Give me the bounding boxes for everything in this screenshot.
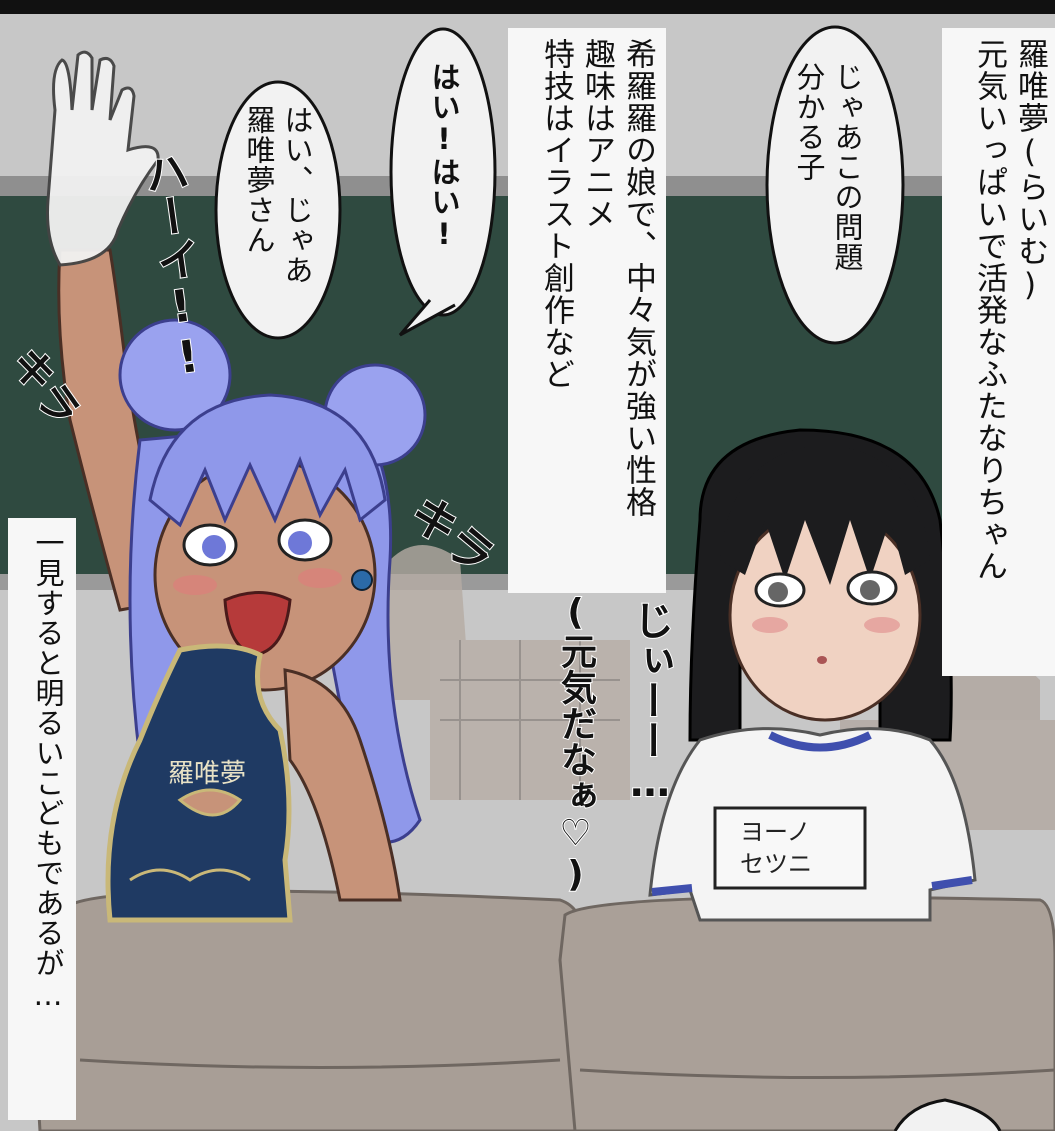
caption-bottom-left: 一見すると明るいこどもであるが… xyxy=(8,518,76,1120)
sfx-genki-danaa: (元気だなぁ♡) xyxy=(554,591,597,896)
raimu-dress xyxy=(105,643,293,923)
panel-top-border xyxy=(0,0,1055,14)
raimu-bangs xyxy=(148,393,387,528)
bubble-teacher-question xyxy=(765,25,905,345)
raimu-glove xyxy=(46,50,160,267)
setsuna-collar xyxy=(768,731,872,752)
name-tag-line2: セツニ xyxy=(740,850,812,878)
bubble-partial-bottom xyxy=(893,1098,1002,1131)
raimu-dress-dragon xyxy=(129,868,251,882)
raimu-answer-text: はい!はい! xyxy=(427,62,461,252)
raimu-shoulder xyxy=(283,668,402,902)
setsuna-name-tag xyxy=(713,806,867,890)
teacher-question-text: じゃあこの問題分かる子 xyxy=(792,62,864,272)
raimu-earring xyxy=(351,569,373,591)
setsuna-bangs xyxy=(720,445,930,585)
raimu-dress-cutout xyxy=(177,788,243,817)
bubble-teacher-call xyxy=(214,80,342,340)
teacher-call-text: はい、じゃあ羅唯夢さん xyxy=(242,105,314,285)
desk-bottom-edge xyxy=(79,1058,1055,1079)
setsuna-mouth xyxy=(817,656,827,664)
caption-kirara-intro: 希羅羅の娘で、中々気が強い性格趣味はアニメ特技はイラスト創作など xyxy=(508,28,666,593)
caption-raimu-intro: 羅唯夢(らいむ)元気いっぱいで活発なふたなりちゃん xyxy=(942,28,1055,676)
sfx-jii: じぃーー… xyxy=(626,599,674,807)
bubble-raimu-answer xyxy=(389,27,497,317)
raimu-mouth xyxy=(223,591,292,657)
setsuna-sleeve-trim xyxy=(651,876,973,896)
name-tag-line1: ヨーノ xyxy=(740,818,811,846)
raimu-hair-bun-left xyxy=(118,318,232,432)
raimu-dress-name: 羅唯夢 xyxy=(168,759,247,789)
